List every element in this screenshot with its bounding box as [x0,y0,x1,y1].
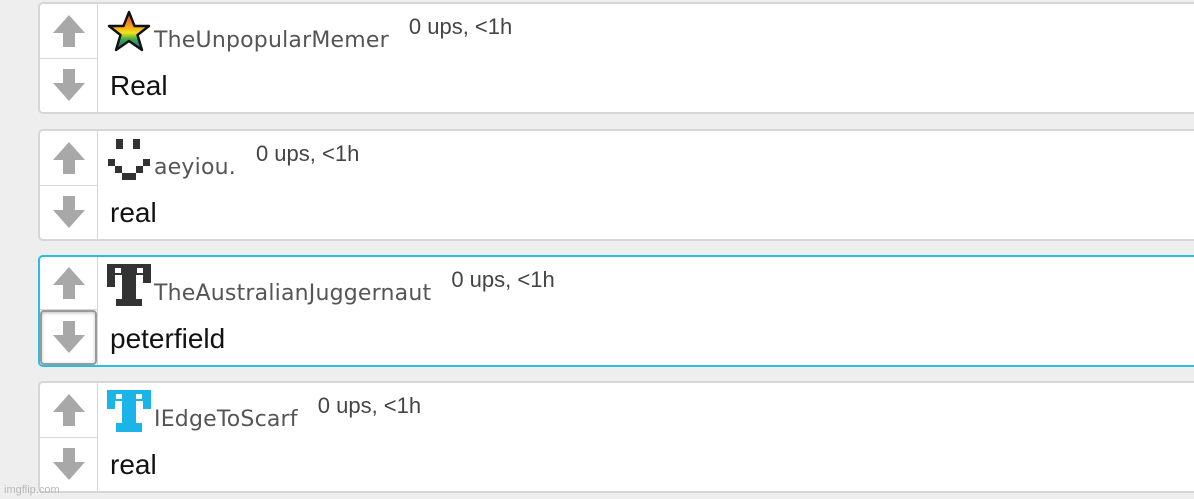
comment-meta: IEdgeToScarf 0 ups, <1h [106,389,421,433]
comment-text: peterfield [110,323,226,354]
username-link[interactable]: TheAustralianJuggernaut [154,281,432,306]
pixel-t-cyan-icon[interactable] [106,389,152,433]
comment-stats: 0 ups, <1h [451,267,555,292]
upvote-button[interactable] [40,4,97,59]
username-link[interactable]: IEdgeToScarf [154,407,298,432]
downvote-button[interactable] [40,309,97,365]
vote-column [40,131,98,239]
comment-meta: TheUnpopularMemer 0 ups, <1h [106,10,512,54]
downvote-button[interactable] [40,438,97,492]
arrow-up-icon [52,141,85,174]
vote-column [40,4,98,112]
arrow-up-icon [52,266,85,299]
arrow-down-icon [52,448,85,481]
vote-column [40,257,98,365]
arrow-up-icon [52,14,85,47]
comment-card: TheAustralianJuggernaut 0 ups, <1h peter… [38,255,1194,367]
arrow-up-icon [52,393,85,426]
username-link[interactable]: aeyiou. [154,155,236,180]
arrow-down-icon [52,321,85,354]
comment-content: IEdgeToScarf 0 ups, <1h real [98,383,1194,491]
rainbow-star-icon[interactable] [106,10,152,54]
comment-meta: TheAustralianJuggernaut 0 ups, <1h [106,263,555,307]
vote-column [40,383,98,491]
comment-text: Real [110,70,168,101]
comment-stats: 0 ups, <1h [317,393,422,418]
comment-card: aeyiou. 0 ups, <1h real [38,129,1194,241]
downvote-button[interactable] [40,186,97,240]
comment-card: IEdgeToScarf 0 ups, <1h real [38,381,1194,493]
comment-card: TheUnpopularMemer 0 ups, <1h Real [38,2,1194,114]
comment-content: TheUnpopularMemer 0 ups, <1h Real [98,4,1194,112]
comment-text: real [110,197,157,228]
username-link[interactable]: TheUnpopularMemer [154,28,389,53]
downvote-button[interactable] [40,59,97,113]
watermark: imgflip.com [4,484,60,496]
comment-content: TheAustralianJuggernaut 0 ups, <1h peter… [98,257,1194,365]
comment-meta: aeyiou. 0 ups, <1h [106,137,359,181]
upvote-button[interactable] [40,257,97,310]
upvote-button[interactable] [40,383,97,438]
comment-stats: 0 ups, <1h [408,14,513,39]
upvote-button[interactable] [40,131,97,186]
pixel-smiley-icon[interactable] [106,137,152,181]
comment-stats: 0 ups, <1h [255,141,360,166]
comment-text: real [110,449,157,480]
pixel-t-dark-icon[interactable] [106,263,152,307]
arrow-down-icon [52,69,85,102]
arrow-down-icon [52,196,85,229]
comment-content: aeyiou. 0 ups, <1h real [98,131,1194,239]
